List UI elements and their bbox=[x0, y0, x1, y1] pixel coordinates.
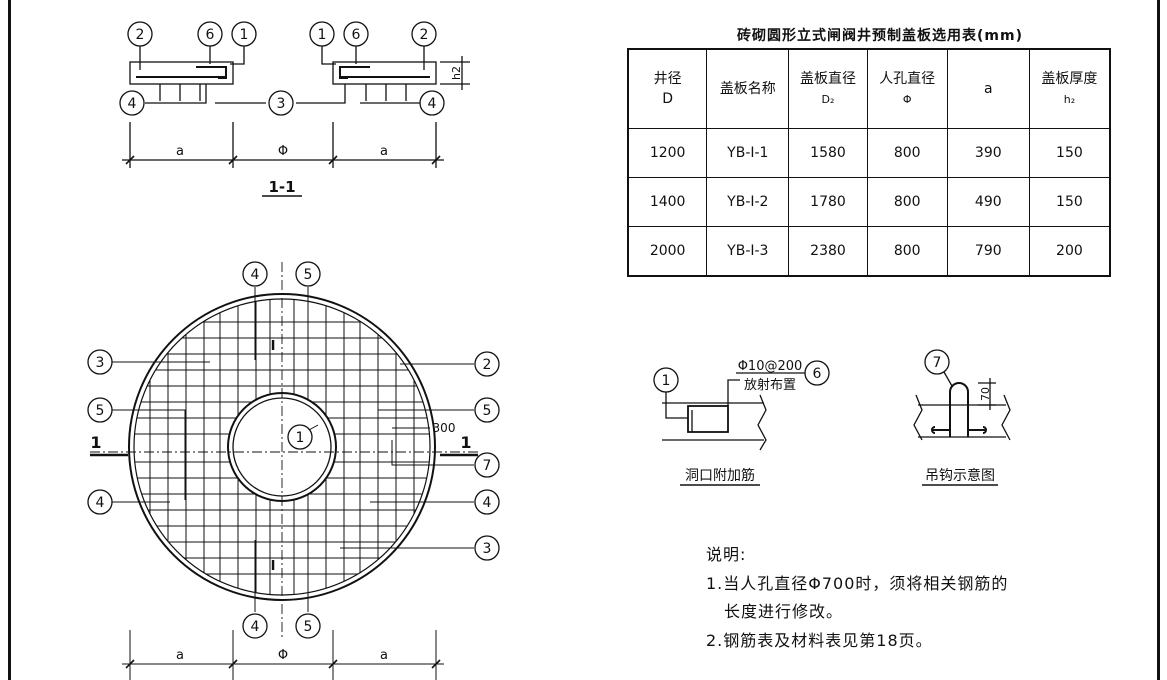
slab-right bbox=[332, 61, 437, 85]
table-cell: 1200 bbox=[627, 128, 708, 178]
dim-a-left: a bbox=[176, 648, 184, 663]
section-texts: 2 6 1 1 6 2 4 3 4 a Φ a 1-1 h2 bbox=[128, 27, 463, 196]
callout-4: 4 bbox=[251, 619, 260, 635]
callout-5: 5 bbox=[483, 403, 492, 419]
detail-hook-texts: 7 70 吊钩示意图 bbox=[925, 355, 995, 484]
table-cell: YB-Ⅰ-1 bbox=[706, 128, 790, 178]
spacing-label: 300 bbox=[433, 421, 456, 435]
callout-5: 5 bbox=[304, 619, 313, 635]
plan-texts: 4 5 3 5 4 2 5 7 4 3 4 5 1 1 1 I I 300 a … bbox=[90, 267, 491, 663]
callout-6: 6 bbox=[206, 27, 215, 43]
hook-dim: 70 bbox=[979, 387, 992, 401]
header-cover-name: 盖板名称 bbox=[706, 48, 790, 129]
callout-5: 5 bbox=[304, 267, 313, 283]
callout-7: 7 bbox=[933, 355, 942, 371]
notes-line-1: 1.当人孔直径Φ700时，须将相关钢筋的 bbox=[706, 574, 1009, 593]
bar-note: 放射布置 bbox=[744, 377, 796, 393]
notes-heading: 说明: bbox=[706, 545, 747, 564]
callout-5: 5 bbox=[96, 403, 105, 419]
callout-4: 4 bbox=[483, 495, 492, 511]
section-mark-right: 1 bbox=[460, 433, 471, 452]
table-title: 砖砌圆形立式闸阀井预制盖板选用表(mm) bbox=[737, 28, 1023, 44]
callout-1: 1 bbox=[296, 430, 305, 446]
callout-6: 6 bbox=[352, 27, 361, 43]
header-a: a bbox=[946, 48, 1030, 129]
table-cell: YB-Ⅰ-3 bbox=[706, 226, 790, 277]
detail-opening-texts: 1 6 Φ10@200 放射布置 洞口附加筋 bbox=[662, 359, 822, 484]
dim-phi: Φ bbox=[278, 144, 288, 159]
section-view bbox=[122, 46, 470, 197]
callout-6: 6 bbox=[813, 366, 822, 382]
slab-left bbox=[129, 61, 234, 85]
roman-mark-top: I bbox=[271, 339, 276, 354]
table-cell: 1580 bbox=[788, 128, 868, 178]
callout-1: 1 bbox=[318, 27, 327, 43]
table-cell: 150 bbox=[1028, 128, 1111, 178]
table-cell: 390 bbox=[946, 128, 1030, 178]
callout-4: 4 bbox=[96, 495, 105, 511]
table-cell: YB-Ⅰ-2 bbox=[706, 177, 790, 227]
roman-mark-bottom: I bbox=[271, 559, 276, 574]
dim-h2: h2 bbox=[450, 66, 463, 80]
detail-hook bbox=[913, 371, 1011, 486]
table-cell: 150 bbox=[1028, 177, 1111, 227]
section-callouts bbox=[119, 21, 445, 116]
table-cell: 1780 bbox=[788, 177, 868, 227]
callout-3: 3 bbox=[277, 96, 286, 112]
section-title: 1-1 bbox=[268, 178, 295, 196]
callout-2: 2 bbox=[420, 27, 429, 43]
table-cell: 490 bbox=[946, 177, 1030, 227]
callout-3: 3 bbox=[96, 355, 105, 371]
notes-line-3: 2.钢筋表及材料表见第18页。 bbox=[706, 631, 933, 650]
callout-1: 1 bbox=[240, 27, 249, 43]
rebar-grid bbox=[134, 299, 430, 595]
callout-4: 4 bbox=[251, 267, 260, 283]
detail-opening-callouts bbox=[653, 360, 830, 393]
caption-hook: 吊钩示意图 bbox=[925, 467, 995, 484]
table-cell: 2000 bbox=[627, 226, 708, 277]
dim-a-right: a bbox=[380, 648, 388, 663]
table-cell: 800 bbox=[866, 128, 948, 178]
drawing-frame bbox=[8, 0, 1160, 680]
dim-a-right: a bbox=[380, 144, 388, 159]
table-cell: 2380 bbox=[788, 226, 868, 277]
dim-phi: Φ bbox=[278, 648, 288, 663]
table-cell: 800 bbox=[866, 177, 948, 227]
callout-2: 2 bbox=[136, 27, 145, 43]
detail-hook-callouts bbox=[924, 349, 950, 375]
table-cell: 200 bbox=[1028, 226, 1111, 277]
notes-line-2: 长度进行修改。 bbox=[724, 602, 844, 621]
table-cell: 790 bbox=[946, 226, 1030, 277]
callout-3: 3 bbox=[483, 541, 492, 557]
caption-opening: 洞口附加筋 bbox=[685, 467, 755, 484]
callout-2: 2 bbox=[483, 357, 492, 373]
callout-4: 4 bbox=[128, 96, 137, 112]
table-cell: 1400 bbox=[627, 177, 708, 227]
dim-a-left: a bbox=[176, 144, 184, 159]
callout-4: 4 bbox=[428, 96, 437, 112]
detail-opening bbox=[662, 372, 818, 486]
plan-view bbox=[90, 262, 478, 680]
bar-spec: Φ10@200 bbox=[738, 359, 803, 374]
section-mark-left: 1 bbox=[90, 433, 101, 452]
table-cell: 800 bbox=[866, 226, 948, 277]
plan-callouts bbox=[87, 261, 500, 639]
callout-1: 1 bbox=[662, 373, 671, 389]
callout-7: 7 bbox=[483, 458, 492, 474]
